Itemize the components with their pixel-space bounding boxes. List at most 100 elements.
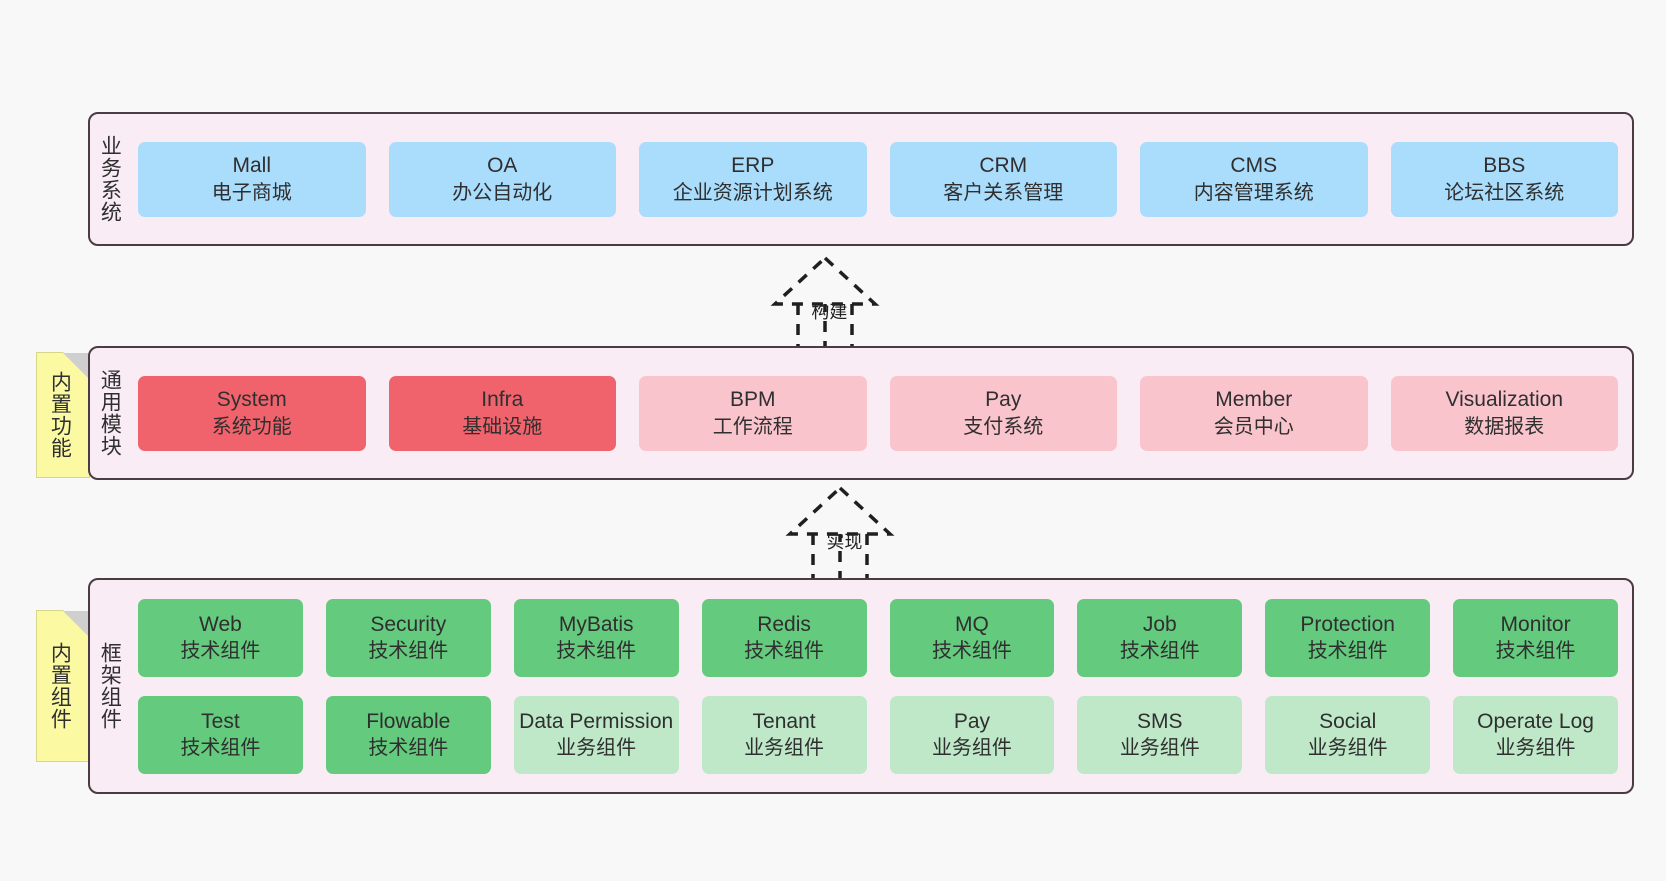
node-row: Web 技术组件 Security 技术组件 MyBatis 技术组件 Redi…: [138, 598, 1618, 677]
node-oa[interactable]: OA 办公自动化: [388, 141, 616, 217]
arrow-label-build: 构建: [811, 302, 848, 322]
band-framework-components: 框架组件 Web 技术组件 Security 技术组件 MyBatis 技术组件…: [88, 578, 1634, 794]
node-subtitle: 基础设施: [462, 415, 543, 438]
node-title: MyBatis: [558, 612, 634, 636]
note-builtin-components: 内置组件: [36, 610, 90, 762]
node-title: ERP: [731, 154, 775, 178]
node-system[interactable]: System 系统功能: [138, 375, 366, 451]
node-subtitle: 电子商城: [211, 181, 292, 204]
node-subtitle: 会员中心: [1213, 415, 1294, 438]
node-data-permission[interactable]: Data Permission 业务组件: [513, 695, 679, 774]
node-security[interactable]: Security 技术组件: [325, 598, 491, 677]
node-title: Security: [370, 612, 447, 636]
node-subtitle: 技术组件: [368, 737, 449, 760]
node-title: Job: [1142, 612, 1177, 636]
band-body-business-system: Mall 电子商城 OA 办公自动化 ERP 企业资源计划系统 CRM 客户关系…: [128, 114, 1632, 244]
node-subtitle: 客户关系管理: [943, 181, 1064, 204]
arrow-label-realize: 实现: [826, 532, 863, 552]
node-operate-log[interactable]: Operate Log 业务组件: [1453, 695, 1618, 774]
node-visualization[interactable]: Visualization 数据报表: [1390, 375, 1618, 451]
node-title: Mall: [232, 154, 271, 178]
band-label-common-modules: 通用模块: [98, 369, 122, 457]
node-subtitle: 技术组件: [368, 640, 449, 663]
node-subtitle: 技术组件: [180, 737, 261, 760]
node-subtitle: 支付系统: [963, 415, 1044, 438]
node-test[interactable]: Test 技术组件: [138, 695, 303, 774]
generalization-arrow-realize-icon: 实现: [750, 482, 930, 584]
node-subtitle: 企业资源计划系统: [672, 181, 833, 204]
node-subtitle: 业务组件: [1119, 737, 1200, 760]
node-job[interactable]: Job 技术组件: [1077, 598, 1243, 677]
node-title: SMS: [1137, 709, 1183, 733]
note-label: 内置组件: [48, 642, 72, 730]
node-mybatis[interactable]: MyBatis 技术组件: [513, 598, 679, 677]
node-title: Data Permission: [519, 709, 674, 733]
node-title: Infra: [481, 388, 524, 412]
node-subtitle: 数据报表: [1464, 415, 1545, 438]
node-subtitle: 技术组件: [1495, 640, 1576, 663]
node-sms[interactable]: SMS 业务组件: [1077, 695, 1243, 774]
node-subtitle: 业务组件: [1307, 737, 1388, 760]
node-title: CRM: [979, 154, 1028, 178]
node-cms[interactable]: CMS 内容管理系统: [1140, 141, 1368, 217]
node-title: Test: [201, 709, 240, 733]
node-subtitle: 技术组件: [744, 640, 825, 663]
node-title: OA: [487, 154, 518, 178]
band-label-framework-components: 框架组件: [98, 642, 122, 730]
node-title: Flowable: [366, 709, 451, 733]
node-title: Pay: [953, 709, 991, 733]
node-subtitle: 业务组件: [556, 737, 637, 760]
node-subtitle: 技术组件: [180, 640, 261, 663]
node-subtitle: 业务组件: [744, 737, 825, 760]
node-mq[interactable]: MQ 技术组件: [889, 598, 1055, 677]
node-title: Visualization: [1445, 388, 1564, 412]
node-title: Web: [199, 612, 242, 636]
band-label-business-system: 业务系统: [98, 135, 122, 223]
node-subtitle: 技术组件: [1307, 640, 1388, 663]
node-row: Test 技术组件 Flowable 技术组件 Data Permission …: [138, 695, 1618, 774]
node-web[interactable]: Web 技术组件: [138, 598, 303, 677]
node-crm[interactable]: CRM 客户关系管理: [889, 141, 1117, 217]
node-subtitle: 工作流程: [712, 415, 793, 438]
node-subtitle: 业务组件: [1495, 737, 1576, 760]
node-row: Mall 电子商城 OA 办公自动化 ERP 企业资源计划系统 CRM 客户关系…: [138, 141, 1618, 217]
node-title: Protection: [1300, 612, 1395, 636]
node-title: Member: [1215, 388, 1293, 412]
node-subtitle: 内容管理系统: [1193, 181, 1314, 204]
band-common-modules: 通用模块 System 系统功能 Infra 基础设施 BPM 工作流程 Pay…: [88, 346, 1634, 480]
node-bbs[interactable]: BBS 论坛社区系统: [1390, 141, 1618, 217]
node-flowable[interactable]: Flowable 技术组件: [325, 695, 491, 774]
node-pay-component[interactable]: Pay 业务组件: [889, 695, 1055, 774]
node-pay-module[interactable]: Pay 支付系统: [889, 375, 1117, 451]
node-title: Monitor: [1500, 612, 1571, 636]
node-erp[interactable]: ERP 企业资源计划系统: [639, 141, 867, 217]
node-subtitle: 业务组件: [931, 737, 1012, 760]
node-monitor[interactable]: Monitor 技术组件: [1453, 598, 1618, 677]
node-mall[interactable]: Mall 电子商城: [138, 141, 366, 217]
node-social[interactable]: Social 业务组件: [1265, 695, 1431, 774]
node-infra[interactable]: Infra 基础设施: [388, 375, 616, 451]
generalization-arrow-build-icon: 构建: [735, 252, 915, 354]
node-title: Operate Log: [1477, 709, 1594, 733]
node-protection[interactable]: Protection 技术组件: [1265, 598, 1431, 677]
node-redis[interactable]: Redis 技术组件: [701, 598, 867, 677]
node-subtitle: 办公自动化: [452, 181, 553, 204]
node-title: Social: [1319, 709, 1377, 733]
node-subtitle: 技术组件: [556, 640, 637, 663]
node-row: System 系统功能 Infra 基础设施 BPM 工作流程 Pay 支付系统…: [138, 375, 1618, 451]
node-title: MQ: [955, 612, 989, 636]
node-title: Pay: [985, 388, 1022, 412]
node-title: System: [216, 388, 287, 412]
node-member[interactable]: Member 会员中心: [1140, 375, 1368, 451]
node-title: Tenant: [752, 709, 816, 733]
node-title: CMS: [1230, 154, 1278, 178]
node-subtitle: 系统功能: [211, 415, 292, 438]
node-bpm[interactable]: BPM 工作流程: [639, 375, 867, 451]
node-subtitle: 技术组件: [1119, 640, 1200, 663]
band-body-framework-components: Web 技术组件 Security 技术组件 MyBatis 技术组件 Redi…: [128, 580, 1632, 792]
node-title: BPM: [729, 388, 776, 412]
node-tenant[interactable]: Tenant 业务组件: [701, 695, 867, 774]
note-builtin-functions: 内置功能: [36, 352, 90, 478]
node-subtitle: 技术组件: [931, 640, 1012, 663]
